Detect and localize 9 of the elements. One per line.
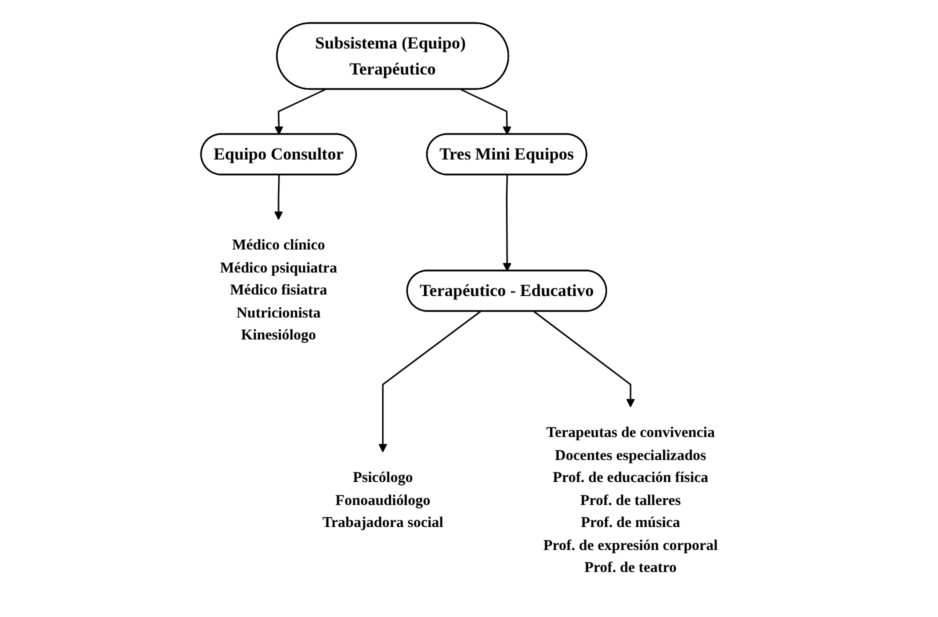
node-text: Médico clínico Médico psiquiatra Médico fisiatra Nutricionista Kinesiólogo [220, 237, 338, 344]
node-text: Terapeutas de convivencia Docentes especializados Prof. de educación física Prof. de talleres Prof. de música Prof. de expresión corporal Prof. de teatro [543, 424, 718, 576]
arrow [460, 88, 512, 135]
arrow [502, 174, 512, 272]
arrow [274, 88, 326, 135]
arrow [534, 310, 636, 408]
node-text: Psicólogo Fonoaudiólogo Trabajadora social [322, 470, 444, 531]
arrow [274, 174, 284, 220]
arrow [378, 310, 482, 452]
